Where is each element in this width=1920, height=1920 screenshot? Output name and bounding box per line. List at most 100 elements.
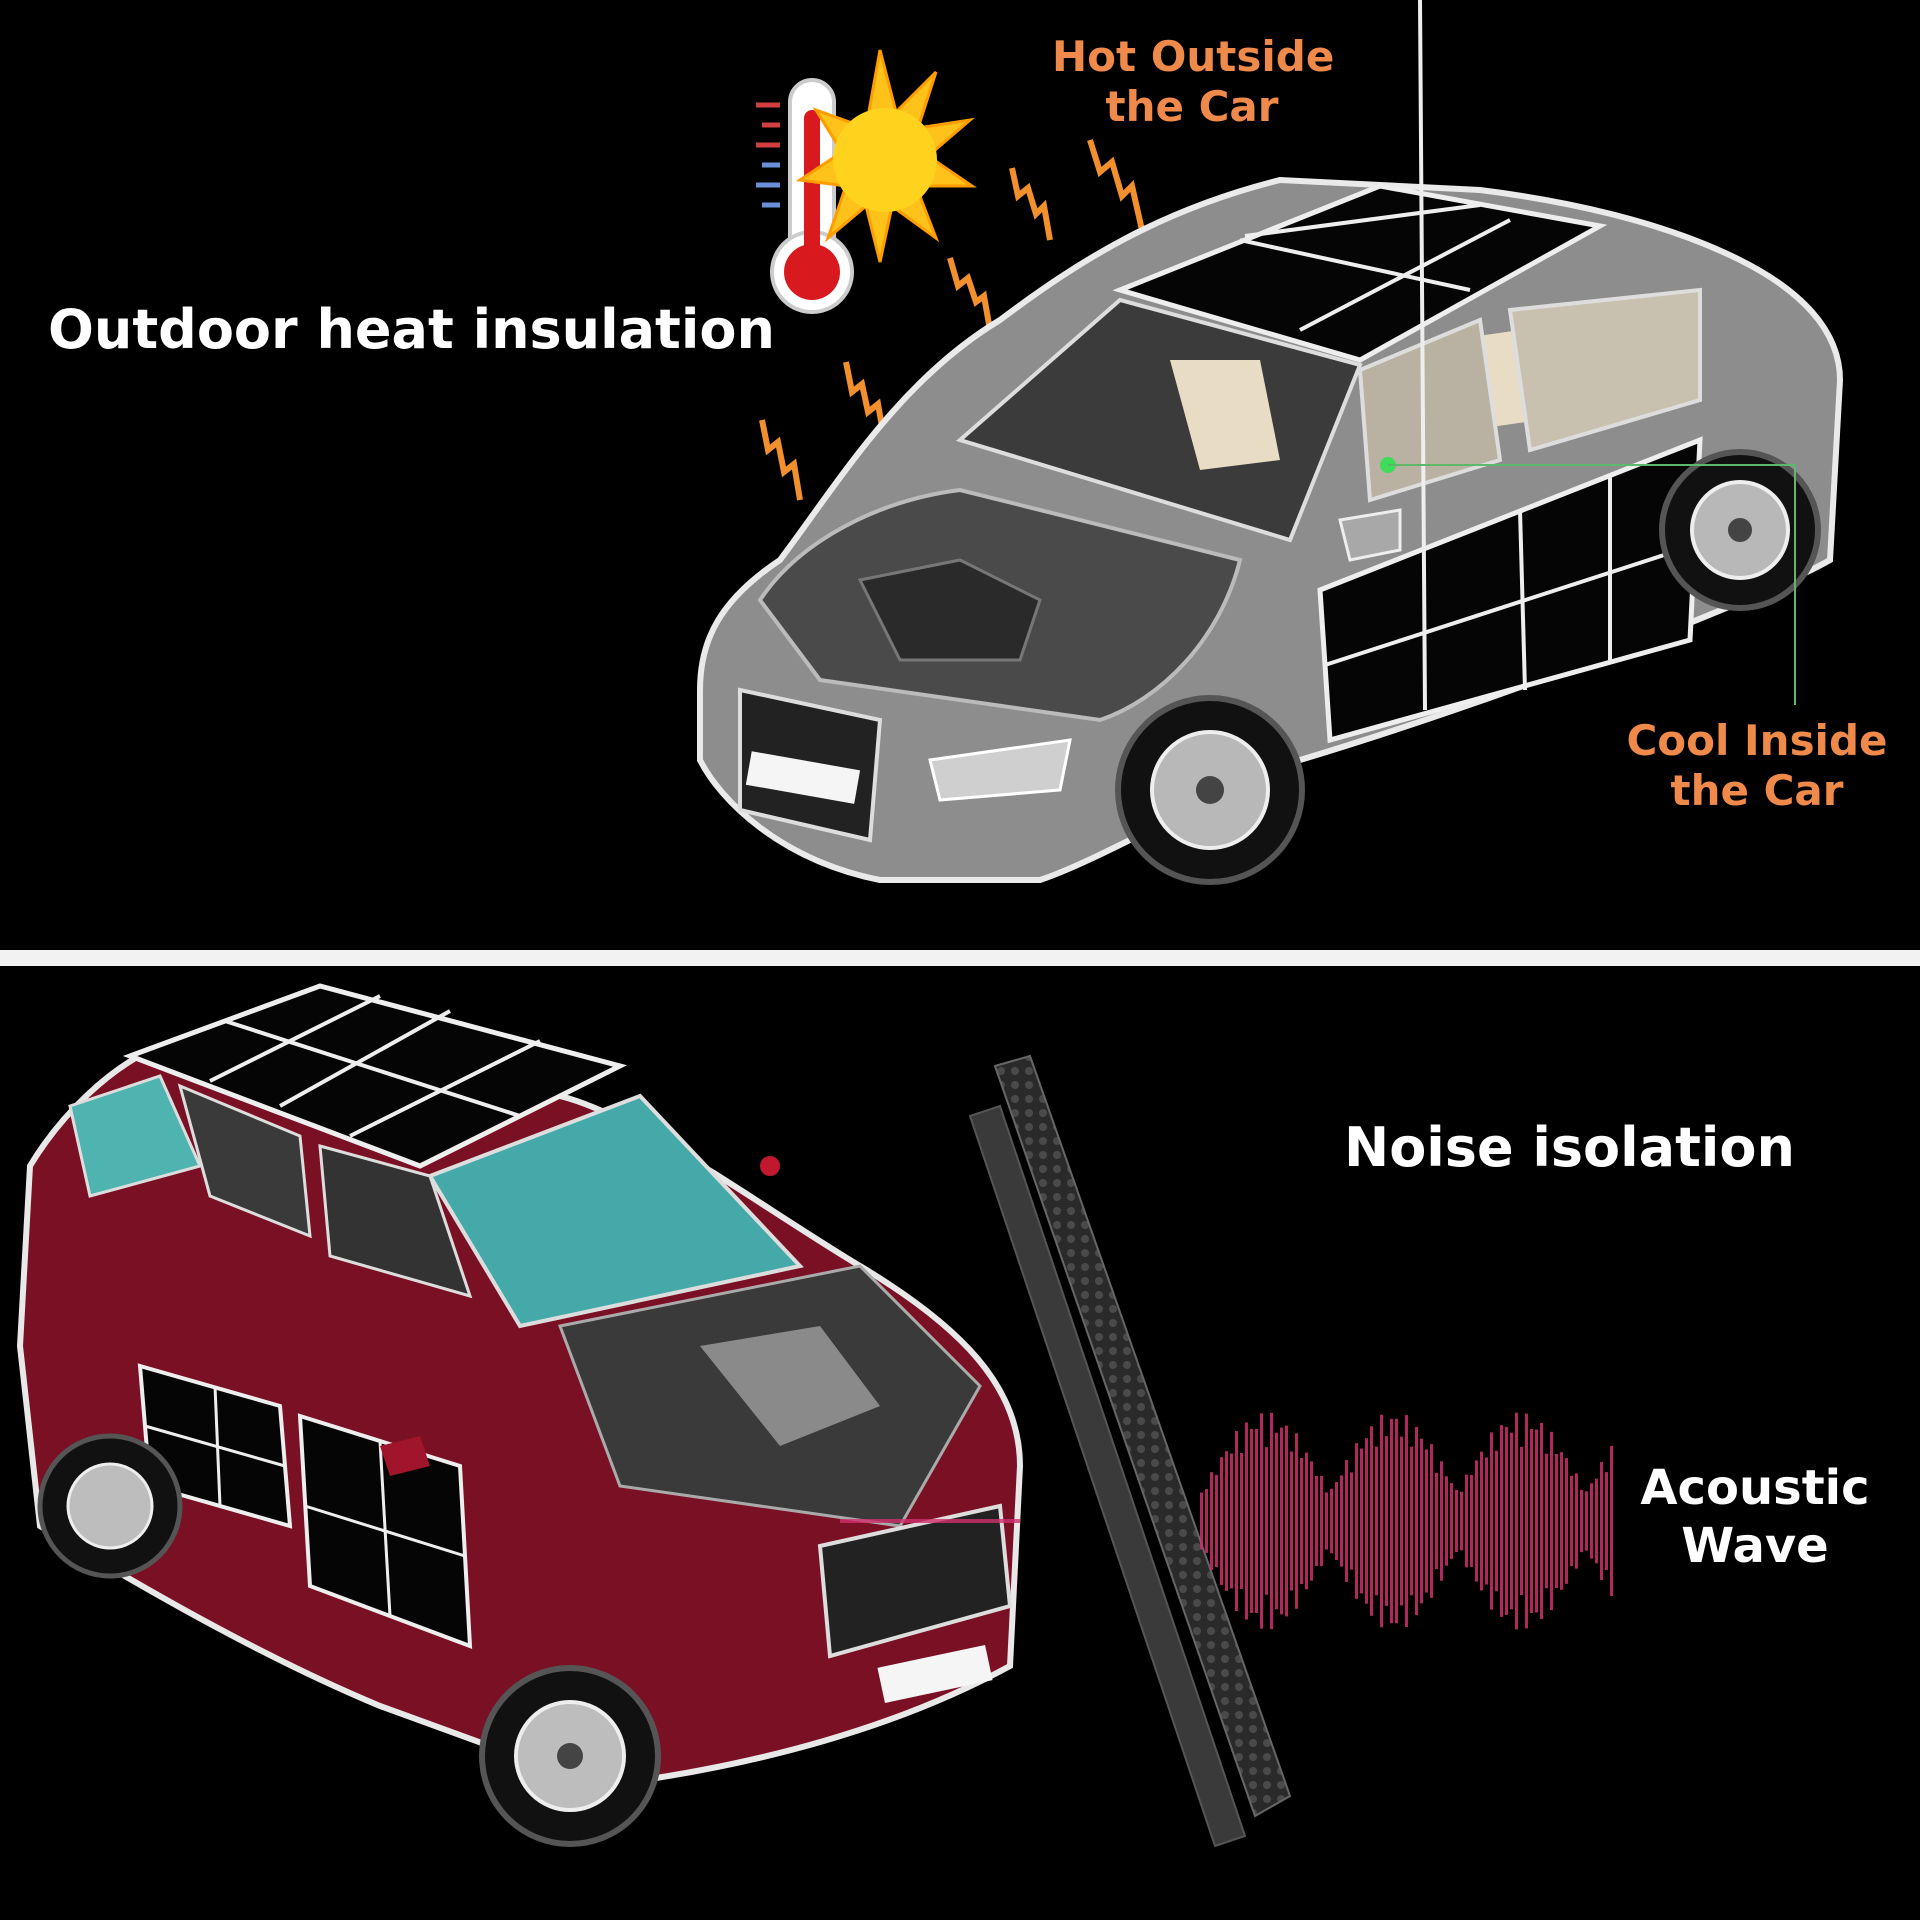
wave-bar: [1570, 1475, 1573, 1567]
wave-bar: [1505, 1427, 1508, 1615]
wave-bar: [1480, 1451, 1483, 1591]
heat-illustration: [697, 0, 1844, 885]
wave-bar: [1445, 1476, 1448, 1566]
wave-bar: [1455, 1489, 1458, 1553]
acoustic-foam-panel: [968, 1054, 1292, 1848]
wave-bar: [1280, 1427, 1283, 1615]
wave-bar: [1220, 1457, 1223, 1585]
wave-callout-line-2: Wave: [1681, 1517, 1829, 1574]
wave-bar: [1295, 1433, 1298, 1609]
wave-bar: [1205, 1489, 1208, 1553]
wave-callout-line-1: Acoustic: [1640, 1460, 1870, 1516]
wave-bar: [1290, 1451, 1293, 1591]
wave-bar: [1520, 1446, 1523, 1596]
wave-bar: [1475, 1460, 1478, 1582]
wave-bar: [1385, 1436, 1388, 1606]
noise-isolation-panel: Noise isolation Acoustic Wave: [0, 966, 1920, 1920]
wave-bar: [1285, 1425, 1288, 1617]
wave-bar: [1420, 1438, 1423, 1604]
cool-inside-callout: Cool Inside the Car: [1612, 716, 1902, 817]
wave-bar: [1265, 1447, 1268, 1595]
wave-bar: [1490, 1432, 1493, 1610]
wave-bar: [1425, 1449, 1428, 1593]
wave-bar: [1200, 1492, 1203, 1550]
wave-bar: [1245, 1422, 1248, 1620]
wave-bar: [1595, 1478, 1598, 1564]
wave-bar: [1275, 1432, 1278, 1610]
wave-bar: [1560, 1452, 1563, 1590]
wave-bar: [1310, 1461, 1313, 1581]
noise-illustration: [16, 983, 1613, 1848]
wave-bar: [1605, 1472, 1608, 1570]
wave-bar: [1415, 1426, 1418, 1616]
wave-bar: [1410, 1446, 1413, 1596]
wave-bar: [1230, 1453, 1233, 1589]
wave-bar: [1430, 1444, 1433, 1598]
wave-bar: [1460, 1491, 1463, 1551]
wave-bar: [1585, 1491, 1588, 1551]
silver-sedan-illustration: [697, 0, 1844, 885]
wave-bar: [1315, 1475, 1318, 1567]
wave-bar: [1515, 1412, 1518, 1630]
cool-callout-line-1: Cool Inside: [1626, 716, 1888, 765]
wave-bar: [1360, 1448, 1363, 1594]
acoustic-wave-callout: Acoustic Wave: [1620, 1460, 1890, 1575]
wave-bar: [1225, 1451, 1228, 1591]
wave-bar: [1540, 1422, 1543, 1620]
wave-bar: [1255, 1429, 1258, 1613]
wave-bar: [1545, 1453, 1548, 1589]
section-divider: [0, 950, 1920, 966]
wave-bar: [1375, 1446, 1378, 1596]
wave-bar: [1260, 1413, 1263, 1629]
wave-bar: [1320, 1475, 1323, 1567]
wave-bar: [1440, 1461, 1443, 1581]
wave-bar: [1370, 1426, 1373, 1616]
heat-ray-icon: [759, 139, 1145, 501]
wave-bar: [1500, 1425, 1503, 1617]
wave-bar: [1345, 1460, 1348, 1582]
hot-callout-line-2: the Car: [1105, 82, 1279, 132]
wave-bar: [1555, 1454, 1558, 1588]
wave-bar: [1495, 1450, 1498, 1592]
wave-bar: [1395, 1418, 1398, 1624]
hot-outside-callout: Hot Outside the Car: [1052, 32, 1335, 133]
wave-bar: [1325, 1492, 1328, 1550]
heat-insulation-panel: Outdoor heat insulation Hot Outside the …: [0, 0, 1920, 950]
sun-icon: [795, 49, 977, 263]
wave-bar: [1550, 1431, 1553, 1611]
wave-bar: [1580, 1489, 1583, 1553]
noise-isolation-heading: Noise isolation: [1344, 1116, 1795, 1179]
wave-bar: [1390, 1418, 1393, 1624]
wave-bar: [1435, 1472, 1438, 1570]
wave-bar: [1240, 1453, 1243, 1589]
wave-bar: [1380, 1414, 1383, 1628]
cool-callout-line-2: the Car: [1670, 766, 1844, 816]
wave-bar: [1330, 1488, 1333, 1554]
wave-bar: [1340, 1475, 1343, 1567]
thermometer-icon: [756, 78, 854, 314]
sound-wave-icon: [840, 1412, 1613, 1630]
wave-bar: [1565, 1458, 1568, 1584]
wave-bar: [1215, 1474, 1218, 1568]
wave-bar: [1300, 1457, 1303, 1585]
wave-bar: [1600, 1461, 1603, 1581]
hot-callout-line-1: Hot Outside: [1052, 32, 1335, 81]
wave-bar: [1405, 1415, 1408, 1627]
wave-bar: [1470, 1474, 1473, 1568]
wave-bar: [1610, 1445, 1613, 1597]
wave-bar: [1235, 1430, 1238, 1612]
cool-callout-pointer: [1380, 457, 1796, 705]
wave-bar: [1530, 1429, 1533, 1613]
wave-bar: [1305, 1452, 1308, 1590]
red-wagon-illustration: [16, 983, 1024, 1847]
wave-bar: [1535, 1429, 1538, 1613]
wave-bar: [1525, 1413, 1528, 1629]
wave-bar: [1270, 1412, 1273, 1630]
wave-bar: [1355, 1443, 1358, 1599]
wave-bar: [1575, 1473, 1578, 1569]
wave-bar: [1590, 1483, 1593, 1559]
wave-bar: [1450, 1483, 1453, 1559]
wave-bar: [1465, 1474, 1468, 1568]
wave-bar: [1350, 1472, 1353, 1570]
wave-bar: [1210, 1472, 1213, 1570]
